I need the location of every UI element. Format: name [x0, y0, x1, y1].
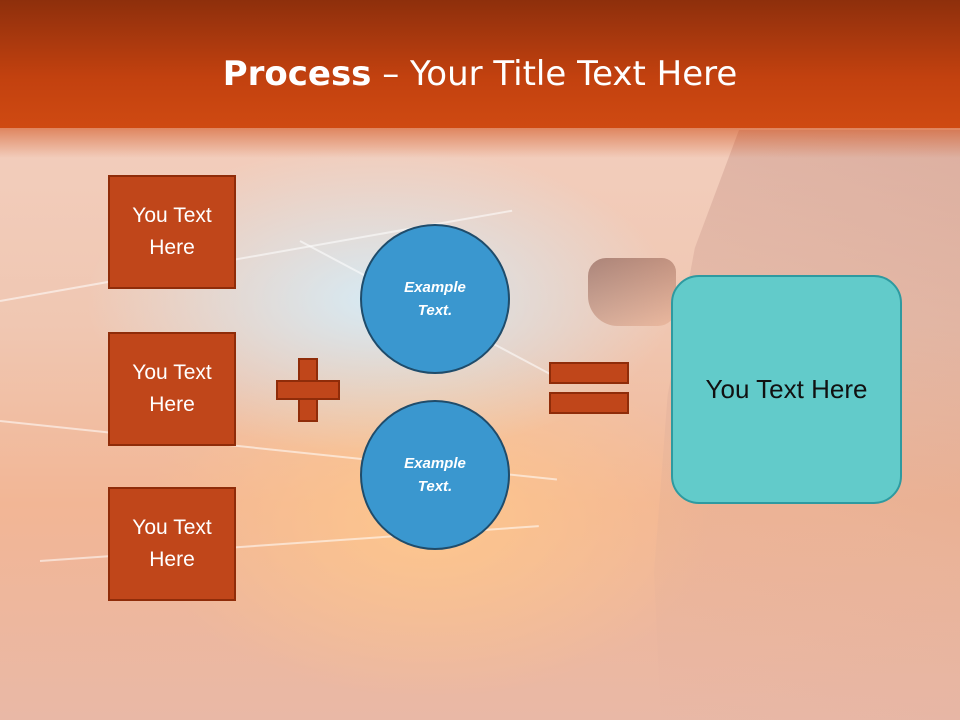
- title-bar-fade: [0, 128, 960, 158]
- left-box-label: You Text Here: [132, 516, 212, 571]
- circle-label: Example Text.: [404, 279, 466, 319]
- slide-title: Process – Your Title Text Here: [0, 52, 960, 96]
- circle-label: Example Text.: [404, 455, 466, 495]
- title-bold: Process: [222, 54, 372, 94]
- equals-top-bar: [549, 362, 629, 384]
- left-box-3[interactable]: You Text Here: [108, 487, 236, 601]
- result-label: You Text Here: [705, 374, 868, 404]
- car-mirror: [588, 258, 676, 326]
- left-box-2[interactable]: You Text Here: [108, 332, 236, 446]
- equals-bottom-bar: [549, 392, 629, 414]
- title-bar: [0, 0, 960, 128]
- title-rest: – Your Title Text Here: [371, 54, 738, 94]
- left-box-label: You Text Here: [132, 204, 212, 259]
- left-box-label: You Text Here: [132, 361, 212, 416]
- plus-icon: [276, 358, 340, 422]
- example-circle-1[interactable]: Example Text.: [360, 224, 510, 374]
- left-box-1[interactable]: You Text Here: [108, 175, 236, 289]
- equals-icon: [549, 362, 629, 414]
- plus-center: [300, 382, 316, 398]
- result-box[interactable]: You Text Here: [671, 275, 902, 504]
- example-circle-2[interactable]: Example Text.: [360, 400, 510, 550]
